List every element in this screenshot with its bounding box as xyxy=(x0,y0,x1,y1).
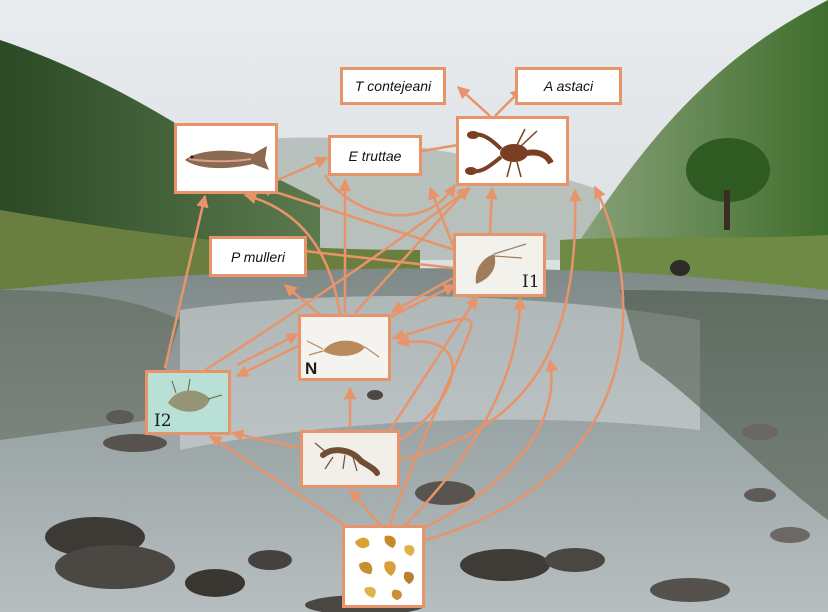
node-n: N xyxy=(298,314,391,381)
arrow-leaves-to-n xyxy=(390,319,471,525)
node-tag: N xyxy=(305,359,317,379)
crayfish-picture xyxy=(459,119,566,183)
leaf-litter-picture xyxy=(345,528,422,605)
node-crayfish xyxy=(456,116,569,186)
node-p-mulleri: P mulleri xyxy=(209,236,307,277)
node-label: A astaci xyxy=(544,78,593,94)
node-i2: I2 xyxy=(145,370,231,435)
node-i1: I1 xyxy=(453,233,546,297)
arrow-leaves-to-i1-b xyxy=(420,360,551,530)
node-leaf-litter xyxy=(342,525,425,608)
node-e-truttae: E truttae xyxy=(328,135,422,176)
node-a-astaci: A astaci xyxy=(515,67,622,105)
arrow-i1-to-n xyxy=(392,278,453,312)
node-label: T contejeani xyxy=(355,78,431,94)
node-tag: I1 xyxy=(522,272,540,292)
arrow-i1-to-e-truttae-parasite xyxy=(430,188,455,250)
arrow-n-to-p-mulleri xyxy=(285,285,320,315)
arrow-crayfish-to-t-contejeani xyxy=(458,87,490,116)
arrow-n-to-crayfish xyxy=(355,188,468,313)
trout-picture xyxy=(177,126,275,191)
arrow-leaves-to-insect xyxy=(350,490,380,525)
insect-larva-picture xyxy=(303,433,397,485)
node-label: P mulleri xyxy=(231,249,285,265)
arrow-trout-to-e-truttae xyxy=(278,158,327,180)
node-trout xyxy=(174,123,278,194)
node-t-contejeani: T contejeani xyxy=(340,67,446,105)
arrow-i2-to-trout xyxy=(165,196,205,368)
node-tag: I2 xyxy=(154,411,172,431)
arrow-insect-to-i2 xyxy=(232,433,300,448)
arrow-n-to-i1 xyxy=(388,285,455,318)
node-label: E truttae xyxy=(349,148,402,164)
arrow-i1-to-crayfish xyxy=(490,188,492,233)
node-insect-larva xyxy=(300,430,400,488)
